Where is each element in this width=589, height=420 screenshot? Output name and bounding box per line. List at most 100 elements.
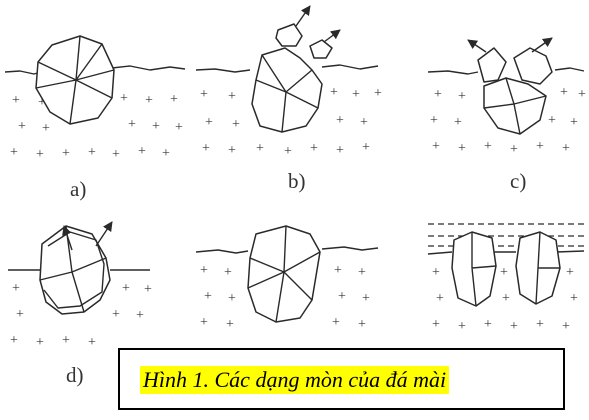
grain-facets: [255, 54, 319, 133]
svg-text:+: +: [88, 145, 96, 160]
svg-text:+: +: [566, 265, 574, 280]
panel-e: ++++ ++++ ++++: [195, 225, 379, 332]
svg-text:+: +: [202, 141, 210, 156]
svg-text:+: +: [502, 291, 510, 306]
svg-text:+: +: [358, 317, 366, 332]
coolant-film: [428, 223, 584, 247]
ejection-arrow: [323, 29, 341, 43]
svg-text:+: +: [334, 263, 342, 278]
svg-text:+: +: [228, 291, 236, 306]
bond-plus-marks: ++++ ++++ ++++++: [430, 85, 586, 157]
svg-text:+: +: [374, 86, 382, 101]
svg-text:+: +: [228, 89, 236, 104]
panel-label-b: b): [288, 169, 306, 193]
svg-text:+: +: [362, 140, 370, 155]
ejection-arrow: [531, 37, 553, 53]
svg-text:+: +: [432, 317, 440, 332]
svg-text:+: +: [284, 144, 292, 159]
abrasive-grain: [513, 47, 553, 85]
svg-text:+: +: [310, 141, 318, 156]
svg-text:+: +: [570, 115, 578, 130]
svg-text:+: +: [122, 281, 130, 296]
abrasive-grain: [251, 47, 323, 133]
grain-facets: [535, 231, 560, 305]
svg-text:+: +: [562, 141, 570, 156]
svg-text:+: +: [145, 93, 153, 108]
svg-text:+: +: [484, 317, 492, 332]
svg-text:+: +: [18, 119, 26, 134]
panel-a: +++++ +++++ +++++++ a): [4, 35, 186, 201]
bond-plus-marks: ++++ ++++ ++++: [200, 263, 370, 332]
grain-facets: [35, 35, 115, 125]
svg-text:+: +: [570, 291, 578, 306]
svg-text:+: +: [330, 85, 338, 100]
panel-b: +++++ ++++ +++++++ b): [195, 5, 382, 193]
panel-label-d: d): [66, 363, 84, 387]
worn-grain: [39, 225, 111, 315]
svg-text:+: +: [434, 87, 442, 102]
grain-facets: [39, 225, 107, 313]
grain-facets: [471, 232, 497, 307]
svg-text:+: +: [88, 335, 96, 350]
svg-text:+: +: [432, 139, 440, 154]
svg-text:+: +: [170, 92, 178, 107]
bond-plus-marks: +++ +++ ++++++: [432, 265, 578, 334]
svg-text:+: +: [36, 147, 44, 162]
svg-text:+: +: [458, 89, 466, 104]
svg-text:+: +: [332, 315, 340, 330]
svg-text:+: +: [200, 263, 208, 278]
svg-text:+: +: [128, 117, 136, 132]
svg-text:+: +: [144, 282, 152, 297]
svg-text:+: +: [36, 335, 44, 350]
svg-text:+: +: [536, 139, 544, 154]
abrasive-grain: [477, 47, 507, 83]
svg-text:+: +: [205, 115, 213, 130]
svg-text:+: +: [232, 117, 240, 132]
svg-text:+: +: [336, 113, 344, 128]
svg-text:+: +: [226, 317, 234, 332]
panel-d: +++ +++ ++++ d): [8, 221, 152, 387]
svg-text:+: +: [358, 265, 366, 280]
surface-line: [195, 64, 379, 73]
svg-text:+: +: [62, 146, 70, 161]
svg-text:+: +: [500, 265, 508, 280]
svg-text:+: +: [62, 333, 70, 348]
svg-text:+: +: [432, 265, 440, 280]
bond-plus-marks: +++++ ++++ +++++++: [200, 85, 382, 159]
surface-line: [427, 67, 585, 75]
bond-plus-marks: +++ +++ ++++: [10, 281, 152, 350]
panel-f: +++ +++ ++++++: [427, 223, 585, 334]
svg-text:+: +: [200, 315, 208, 330]
svg-text:+: +: [362, 291, 370, 306]
svg-text:+: +: [10, 333, 18, 348]
grain-facets: [483, 77, 547, 135]
svg-text:+: +: [136, 308, 144, 323]
svg-text:+: +: [112, 147, 120, 162]
svg-text:+: +: [562, 319, 570, 334]
svg-text:+: +: [42, 121, 50, 136]
svg-text:+: +: [138, 144, 146, 159]
svg-text:+: +: [560, 85, 568, 100]
svg-text:+: +: [484, 139, 492, 154]
wear-arrow: [62, 225, 73, 251]
svg-text:+: +: [112, 307, 120, 322]
svg-text:+: +: [510, 319, 518, 334]
svg-text:+: +: [204, 289, 212, 304]
broken-fragment: [309, 39, 333, 59]
svg-text:+: +: [228, 143, 236, 158]
panel-label-c: c): [510, 169, 526, 193]
svg-text:+: +: [458, 141, 466, 156]
svg-text:+: +: [548, 113, 556, 128]
svg-text:+: +: [338, 289, 346, 304]
svg-text:+: +: [536, 317, 544, 332]
broken-fragment: [275, 23, 303, 47]
abrasive-grain: [451, 231, 497, 307]
svg-text:+: +: [16, 307, 24, 322]
figure-caption: Hình 1. Các dạng mòn của đá mài: [140, 366, 450, 394]
panel-c: ++++ ++++ ++++++ c): [427, 37, 586, 193]
svg-text:+: +: [200, 87, 208, 102]
svg-text:+: +: [352, 87, 360, 102]
svg-text:+: +: [10, 145, 18, 160]
svg-text:+: +: [430, 113, 438, 128]
